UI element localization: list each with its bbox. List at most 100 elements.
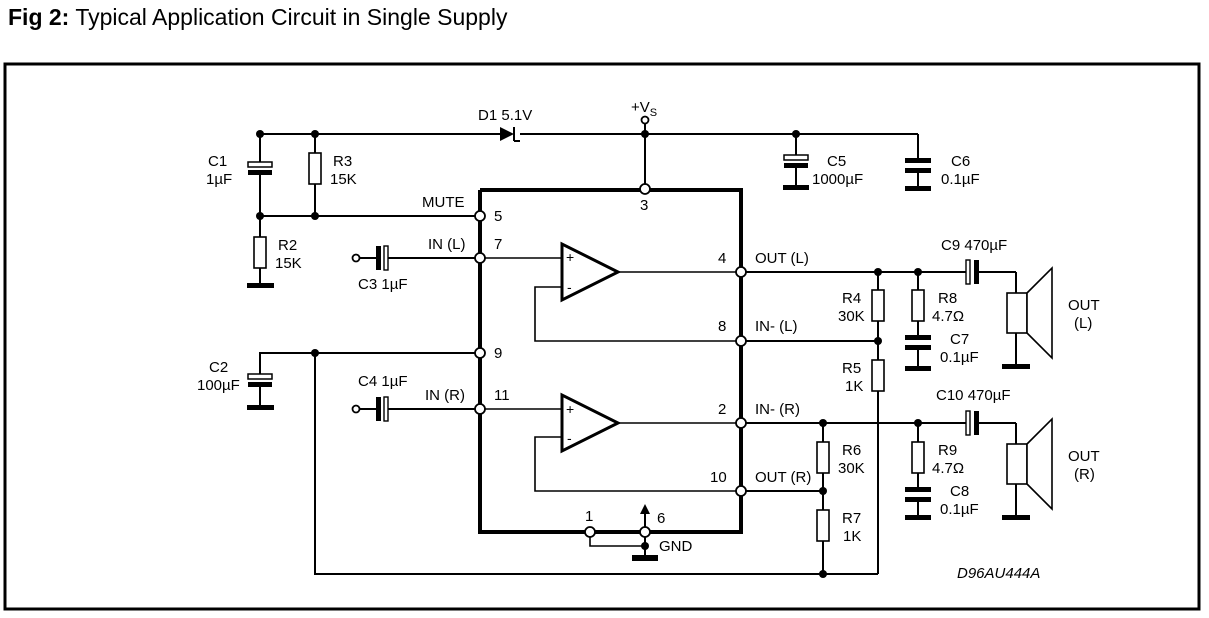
gnd-label: GND — [659, 538, 693, 555]
resistor-r6: R6 30K — [816, 423, 865, 491]
inminus-r-label: IN- (R) — [755, 401, 800, 418]
c6-value: 0.1µF — [941, 171, 980, 188]
out-l-label: OUT (L) — [755, 250, 809, 267]
pin-1 — [584, 526, 596, 538]
supply-terminal: +VS — [631, 99, 657, 125]
pin-4 — [735, 266, 747, 278]
c1-value: 1µF — [206, 171, 232, 188]
bottom-return-wire — [314, 353, 878, 575]
capacitor-c5: C5 1000µF — [783, 134, 863, 190]
ground-icon — [905, 366, 931, 371]
opamp-left-minus: - — [567, 279, 572, 295]
opamp-right: + - — [485, 392, 736, 492]
arrow-up-icon — [640, 504, 650, 514]
ground-icon — [632, 555, 658, 561]
c2-name: C2 — [209, 359, 228, 376]
in-r-label: IN (R) — [425, 387, 465, 404]
resistor-r8: R8 4.7Ω — [911, 272, 964, 335]
r3-name: R3 — [333, 153, 352, 170]
opamp-right-icon — [560, 392, 622, 454]
resistor-r2: R2 15K — [247, 216, 302, 288]
pin-8-number: 8 — [718, 318, 726, 335]
resistor-r4: R4 30K — [838, 272, 885, 341]
mute-label: MUTE — [422, 194, 465, 211]
opamp-left: + - — [485, 241, 736, 342]
pin-2-number: 2 — [718, 401, 726, 418]
pin-7-number: 7 — [494, 236, 502, 253]
opamp-right-minus: - — [567, 430, 572, 446]
c7-value: 0.1µF — [940, 349, 979, 366]
pin-1-number: 1 — [585, 508, 593, 525]
capacitor-c10: C10 470µF — [936, 387, 1017, 444]
opamp-left-icon — [560, 241, 622, 303]
speaker-icon — [1006, 292, 1028, 334]
c7-name: C7 — [950, 331, 969, 348]
input-left: C3 1µF IN (L) — [351, 236, 476, 293]
c10-label: C10 470µF — [936, 387, 1011, 404]
out-r-label: OUT (R) — [755, 469, 811, 486]
ground-icon — [905, 515, 931, 520]
r7-value: 1K — [843, 528, 861, 545]
capacitor-c2: C2 100µF — [197, 349, 476, 410]
c2-value: 100µF — [197, 377, 240, 394]
c9-label: C9 470µF — [941, 237, 1007, 254]
r5-value: 1K — [845, 378, 863, 395]
r3-value: 15K — [330, 171, 357, 188]
pin-9 — [474, 347, 486, 359]
c4-label: C4 1µF — [358, 373, 408, 390]
pin-11 — [474, 403, 486, 415]
drawing-code: D96AU444A — [957, 565, 1040, 582]
capacitor-c1: C1 1µF — [206, 134, 273, 216]
mute-line: MUTE — [256, 194, 476, 220]
pin-6 — [639, 526, 651, 538]
pin-3-number: 3 — [640, 197, 648, 214]
input-left-terminal[interactable] — [351, 253, 361, 263]
pin-4-number: 4 — [718, 250, 726, 267]
resistor-r5: R5 1K — [842, 341, 885, 574]
pin-3 — [639, 183, 651, 195]
capacitor-c8: C8 0.1µF — [905, 483, 979, 520]
figure-frame — [3, 62, 1201, 611]
pin-5-number: 5 — [494, 208, 502, 225]
r8-value: 4.7Ω — [932, 308, 964, 325]
ground-icon — [905, 186, 931, 191]
zener-diode-icon — [500, 127, 514, 141]
c3-label: C3 1µF — [358, 276, 408, 293]
speaker-right: OUT (R) — [1002, 417, 1100, 520]
input-right-terminal[interactable] — [351, 404, 361, 414]
c5-value: 1000µF — [812, 171, 863, 188]
amplifier-ic — [478, 188, 743, 534]
ground-icon — [247, 405, 274, 410]
ground-pins: 1 6 GND — [584, 504, 693, 561]
r4-name: R4 — [842, 290, 861, 307]
opamp-right-plus: + — [566, 401, 574, 417]
resistor-r9: R9 4.7Ω — [911, 423, 964, 487]
speaker-left: OUT (L) — [1002, 266, 1100, 369]
speaker-left-label: OUT — [1068, 297, 1100, 314]
pin-8 — [735, 335, 747, 347]
r9-name: R9 — [938, 442, 957, 459]
pin-7 — [474, 252, 486, 264]
r8-name: R8 — [938, 290, 957, 307]
capacitor-c9: C9 470µF — [941, 237, 1017, 293]
in-l-label: IN (L) — [428, 236, 466, 253]
pin-5 — [474, 210, 486, 222]
r5-name: R5 — [842, 360, 861, 377]
capacitor-c6: C6 0.1µF — [905, 153, 980, 191]
ground-icon — [247, 283, 274, 288]
speaker-right-label: OUT — [1068, 448, 1100, 465]
inminus-l-label: IN- (L) — [755, 318, 798, 335]
opamp-left-plus: + — [566, 249, 574, 265]
r2-value: 15K — [275, 255, 302, 272]
r6-value: 30K — [838, 460, 865, 477]
supply-label: +VS — [631, 99, 657, 119]
ground-icon — [1002, 364, 1030, 369]
ground-icon — [783, 185, 809, 190]
capacitor-c7: C7 0.1µF — [905, 331, 979, 371]
diode-d1: D1 5.1V — [478, 107, 532, 142]
input-right: C4 1µF IN (R) — [351, 373, 476, 422]
figure-title: Fig 2: Typical Application Circuit in Si… — [8, 3, 507, 31]
r4-value: 30K — [838, 308, 865, 325]
resistor-r7: R7 1K — [816, 491, 861, 574]
